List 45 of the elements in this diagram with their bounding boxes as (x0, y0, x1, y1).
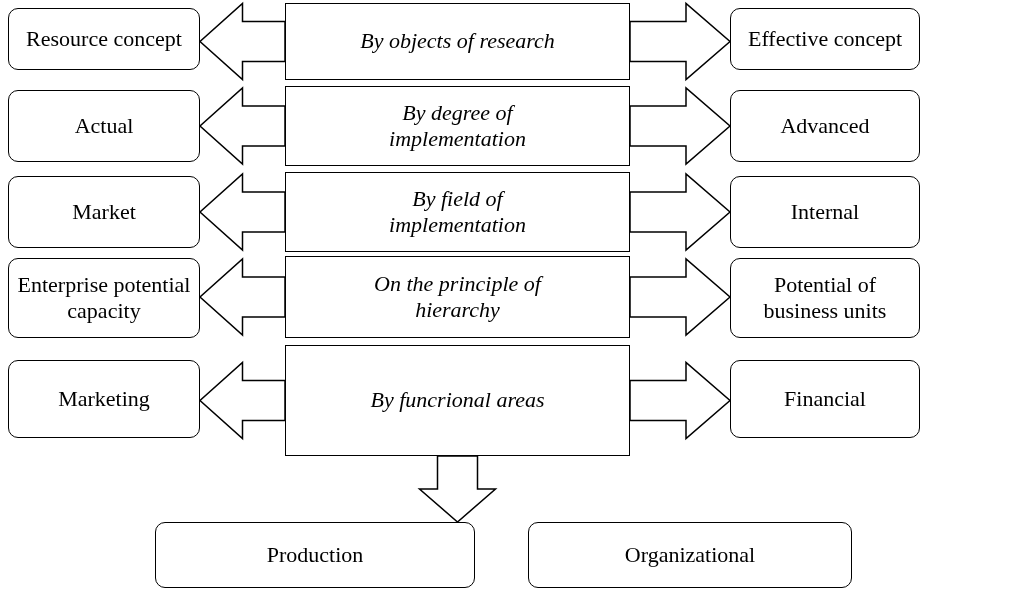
block-arrow (417, 455, 498, 523)
box-label: Production (265, 541, 365, 569)
category-box (285, 172, 630, 252)
box-label: Market (71, 198, 137, 226)
concept-box (730, 258, 920, 338)
concept-box (8, 90, 200, 162)
concept-box (730, 8, 920, 70)
concept-box (8, 258, 200, 338)
block-arrow (629, 1, 732, 82)
box-label: Actual (73, 112, 135, 140)
concept-box (730, 176, 920, 248)
box-label: Organizational (623, 541, 757, 569)
box-label: Financial (783, 385, 867, 413)
concept-box (8, 8, 200, 70)
category-box (285, 86, 630, 166)
concept-box (155, 522, 475, 588)
concept-box (8, 360, 200, 438)
box-label: By funcrional areas (369, 387, 546, 414)
box-label: Marketing (57, 385, 151, 413)
box-label: Potential of business units (762, 271, 888, 325)
block-arrow (198, 360, 286, 441)
box-label: Resource concept (25, 25, 183, 53)
block-arrow (629, 86, 732, 166)
concept-box (730, 360, 920, 438)
box-label: Effective concept (746, 25, 904, 53)
category-box (285, 3, 630, 80)
concept-box (528, 522, 852, 588)
block-arrow (198, 257, 286, 337)
box-label: Advanced (779, 112, 871, 140)
block-arrow (629, 257, 732, 337)
box-label: By degree of implementation (388, 99, 527, 153)
block-arrow (629, 360, 732, 441)
concept-box (730, 90, 920, 162)
box-label: On the principle of hierarchy (346, 270, 569, 324)
block-arrow (629, 172, 732, 252)
box-label: By field of implementation (388, 185, 527, 239)
block-arrow (198, 86, 286, 166)
box-label: Internal (789, 198, 861, 226)
category-box (285, 256, 630, 338)
box-label: By objects of research (359, 28, 556, 55)
block-arrow (198, 1, 286, 82)
concept-box (8, 176, 200, 248)
category-box (285, 345, 630, 456)
box-label: Enterprise potential capacity (16, 271, 192, 325)
block-arrow (198, 172, 286, 252)
